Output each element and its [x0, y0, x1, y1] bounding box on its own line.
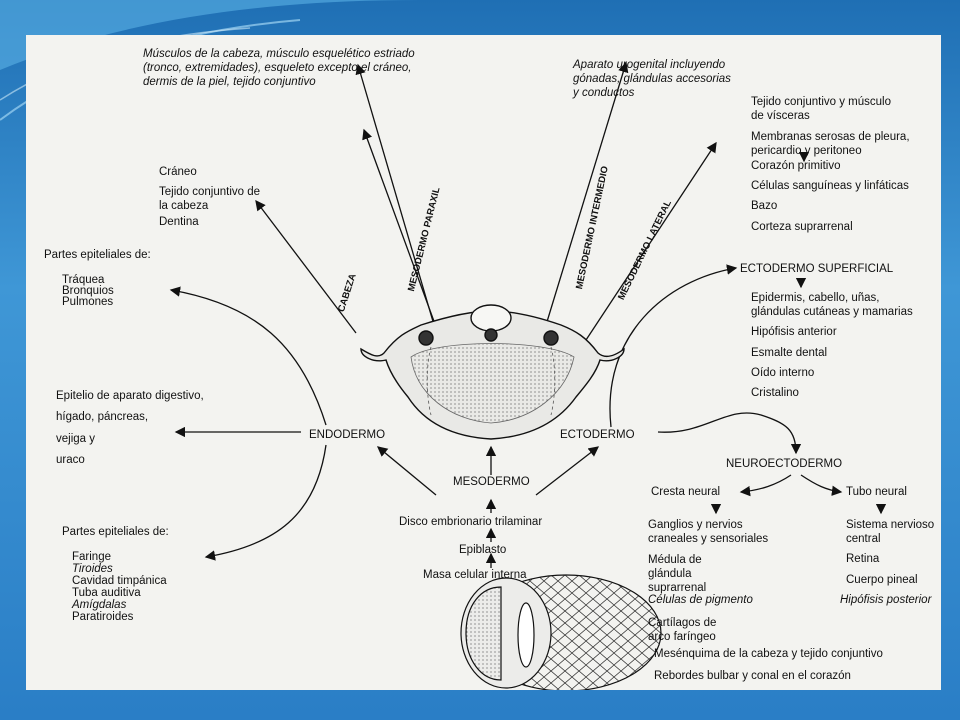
cresta-neural-label: Cresta neural — [651, 486, 721, 498]
endodermo-label: ENDODERMO — [309, 429, 386, 441]
lateral-item-6: Corteza suprarrenal — [751, 221, 853, 233]
diagram-arrows — [169, 61, 887, 690]
ectodermo-label: ECTODERMO — [560, 429, 635, 441]
digestive-item: Epitelio de aparato digestivo, — [56, 390, 204, 402]
lateral-item-5: Bazo — [751, 200, 778, 212]
epithelial-bottom-item: Tuba auditiva — [72, 587, 141, 599]
epithelial-bottom-item: Cavidad timpánica — [72, 575, 167, 587]
paraxil-derivatives: Músculos de la cabeza, músculo esqueléti… — [143, 48, 415, 88]
epithelial-top-item: Tráquea — [62, 274, 105, 286]
epithelial-bottom-item: Amígdalas — [72, 599, 127, 611]
arrow-tubo — [800, 474, 843, 496]
tubo-item: Hipófisis posterior — [840, 594, 932, 606]
cresta-item: Médula de glándula suprarrenal — [648, 554, 707, 594]
arrow-ectodermo — [535, 446, 600, 496]
ecto-item-4: Oído interno — [751, 367, 815, 379]
arrow-faringe — [204, 444, 327, 561]
lateral-item-3: Corazón primitivo — [751, 160, 841, 172]
lineage-epiblasto: Epiblasto — [459, 544, 507, 556]
blastocyst — [460, 574, 662, 690]
diagram-scan: Músculos de la cabeza, músculo esqueléti… — [26, 35, 941, 690]
arrow-ecto-superficial — [609, 264, 738, 428]
tubo-neural-label: Tubo neural — [846, 486, 907, 498]
lineage-disco: Disco embrionario trilaminar — [399, 516, 543, 528]
epithelial-bottom-item: Tiroides — [72, 563, 113, 575]
embryo-section — [360, 304, 625, 440]
ecto-item-1: Epidermis, cabello, uñas, glándulas cutá… — [751, 292, 913, 318]
neuroectodermo-label: NEUROECTODERMO — [726, 458, 843, 470]
head-item-1: Cráneo — [159, 166, 197, 178]
arrow-paraxil — [355, 63, 435, 326]
arrow-respiratorio — [169, 286, 327, 426]
lateral-item-2: Membranas serosas de pleura, pericardio … — [751, 131, 910, 157]
ecto-item-5: Cristalino — [751, 387, 799, 399]
epithelial-bottom-item: Paratiroides — [72, 611, 134, 623]
epithelial-bottom-item: Faringe — [72, 551, 111, 563]
head-item-2: Tejido conjuntivo de la cabeza — [159, 186, 261, 212]
cresta-item: Rebordes bulbar y conal en el corazón — [654, 670, 851, 682]
epithelial-top-item: Pulmones — [62, 296, 114, 308]
mesodermo-label: MESODERMO — [453, 476, 530, 488]
arrow-paraxil-top — [362, 128, 440, 336]
ectoderm-superficial-heading: ECTODERMO SUPERFICIAL — [740, 263, 894, 275]
cresta-item: Mesénquima de la cabeza y tejido conjunt… — [654, 648, 883, 660]
epithelial-bottom-heading: Partes epiteliales de: — [62, 526, 169, 538]
arrow-neuroecto — [657, 412, 802, 455]
ecto-item-3: Esmalte dental — [751, 347, 828, 359]
cresta-item: Cartílagos de arco faríngeo — [648, 617, 717, 643]
epithelial-top-heading: Partes epiteliales de: — [44, 249, 151, 261]
lateral-item-4: Células sanguíneas y linfáticas — [751, 180, 909, 192]
digestive-item: hígado, páncreas, — [56, 411, 149, 423]
lateral-item-1: Tejido conjuntivo y músculo de vísceras — [751, 96, 891, 122]
cresta-item: Células de pigmento — [648, 594, 753, 606]
head-item-3: Dentina — [159, 216, 199, 228]
intermedio-derivatives: Aparato urogenital incluyendo gónadas, g… — [573, 59, 731, 99]
digestive-item: uraco — [56, 454, 85, 466]
tubo-item: Retina — [846, 553, 880, 565]
digestive-item: vejiga y — [56, 433, 95, 445]
ecto-item-2: Hipófisis anterior — [751, 326, 837, 338]
tubo-item: Cuerpo pineal — [846, 574, 918, 586]
arrow-lateral — [585, 141, 717, 341]
epithelial-top-item: Bronquios — [62, 285, 114, 297]
arrow-cabeza — [255, 199, 357, 334]
arrow-cresta — [739, 474, 792, 497]
arrow-endodermo — [376, 446, 437, 496]
cresta-item: Ganglios y nervios craneales y sensorial… — [648, 519, 769, 545]
tubo-item: Sistema nervioso central — [846, 519, 935, 545]
arrow-intermedio — [545, 61, 629, 326]
lineage-masa: Masa celular interna — [423, 569, 527, 581]
